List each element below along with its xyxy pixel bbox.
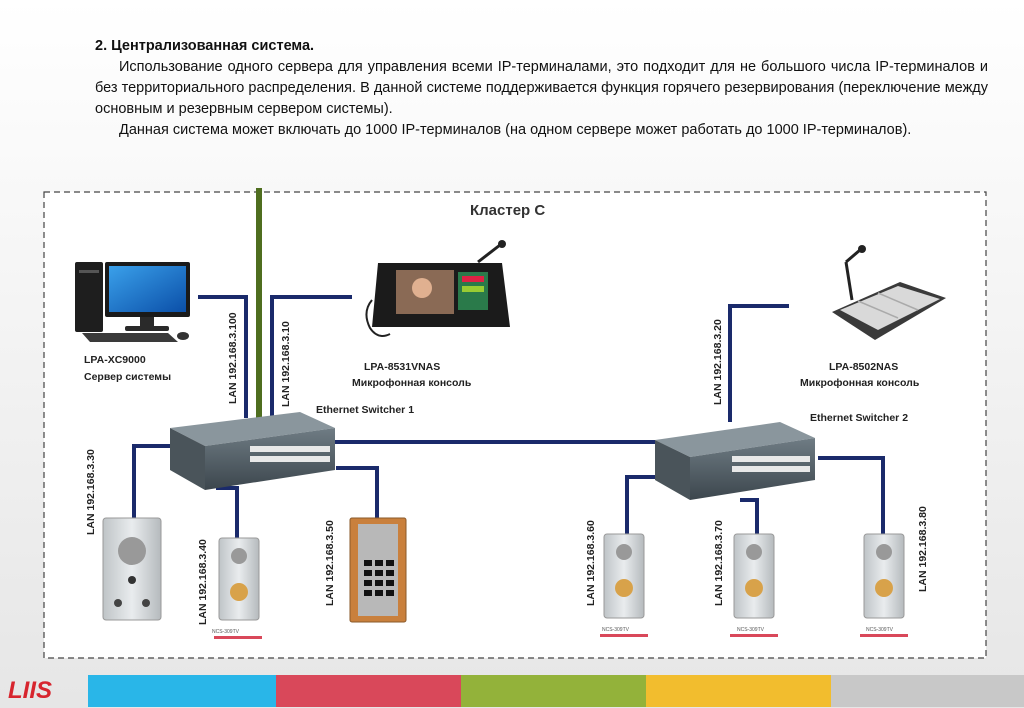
terminal-t70-stripe [730, 634, 778, 637]
uplink-cable [256, 188, 262, 428]
terminal-t80-model: NCS-309TV [866, 627, 894, 633]
cable-t70 [740, 498, 759, 534]
ethernet-switch-1 [170, 412, 335, 490]
lan-label-50: LAN 192.168.3.50 [324, 520, 336, 606]
footer-segment-2 [276, 675, 461, 707]
text-block: 2. Централизованная система. Использован… [95, 36, 988, 141]
paragraph-1: Использование одного сервера для управле… [95, 59, 988, 117]
server-desc: Сервер системы [84, 371, 171, 383]
terminal-t60-model: NCS-309TV [602, 627, 630, 633]
footer-segment-4 [646, 675, 831, 707]
lan-cables [132, 295, 885, 538]
switch1-label: Ethernet Switcher 1 [316, 404, 414, 416]
terminal-t40 [218, 537, 260, 621]
server-computer [75, 262, 190, 342]
diagram-area [44, 192, 986, 658]
lan-label-20: LAN 192.168.3.20 [712, 319, 724, 405]
console1-model: LPA-8531VNAS [364, 361, 440, 373]
cable-console2 [728, 304, 789, 422]
console2-desc: Микрофонная консоль [800, 377, 920, 389]
footer-segment-1 [88, 675, 276, 707]
mic-console-2 [832, 245, 946, 340]
terminal-t70-model: NCS-309TV [737, 627, 765, 633]
logo-text: LIIS [8, 677, 52, 704]
mic-console-1 [365, 240, 510, 337]
terminal-t60 [603, 533, 645, 619]
console1-desc: Микрофонная консоль [352, 377, 472, 389]
terminal-t40-model: NCS-309TV [212, 629, 240, 635]
lan-label-60: LAN 192.168.3.60 [585, 520, 597, 606]
section-heading: 2. Централизованная система. [95, 38, 315, 54]
cable-t50 [336, 466, 379, 518]
paragraph-2: Данная система может включать до 1000 IP… [119, 122, 912, 138]
ethernet-switch-2 [655, 422, 815, 500]
terminal-t70 [733, 533, 775, 619]
cable-console1 [270, 295, 352, 418]
terminal-t40-stripe [214, 636, 262, 639]
server-model: LPA-XC9000 [84, 354, 146, 366]
switch2-label: Ethernet Switcher 2 [810, 412, 908, 424]
terminal-t60-stripe [600, 634, 648, 637]
lan-label-40: LAN 192.168.3.40 [197, 539, 209, 625]
lan-label-30: LAN 192.168.3.30 [85, 449, 97, 535]
cable-t40 [216, 486, 239, 538]
footer-segment-5 [831, 675, 1024, 707]
terminal-t80-stripe [860, 634, 908, 637]
footer-color-bar [88, 675, 1024, 707]
cable-t30 [132, 444, 185, 518]
lan-label-70: LAN 192.168.3.70 [713, 520, 725, 606]
cluster-boundary [43, 191, 987, 659]
terminal-t50 [349, 517, 407, 623]
console2-model: LPA-8502NAS [829, 361, 898, 373]
lan-label-100: LAN 192.168.3.100 [227, 312, 239, 404]
company-logo: LIIS [8, 677, 52, 704]
terminal-t30 [102, 517, 162, 621]
lan-label-80: LAN 192.168.3.80 [917, 506, 929, 592]
cable-t80 [818, 456, 885, 534]
lan-label-10: LAN 192.168.3.10 [280, 321, 292, 407]
terminal-t80 [863, 533, 905, 619]
cable-server [198, 295, 248, 418]
cluster-title: Кластер С [470, 202, 545, 219]
footer-segment-3 [461, 675, 646, 707]
